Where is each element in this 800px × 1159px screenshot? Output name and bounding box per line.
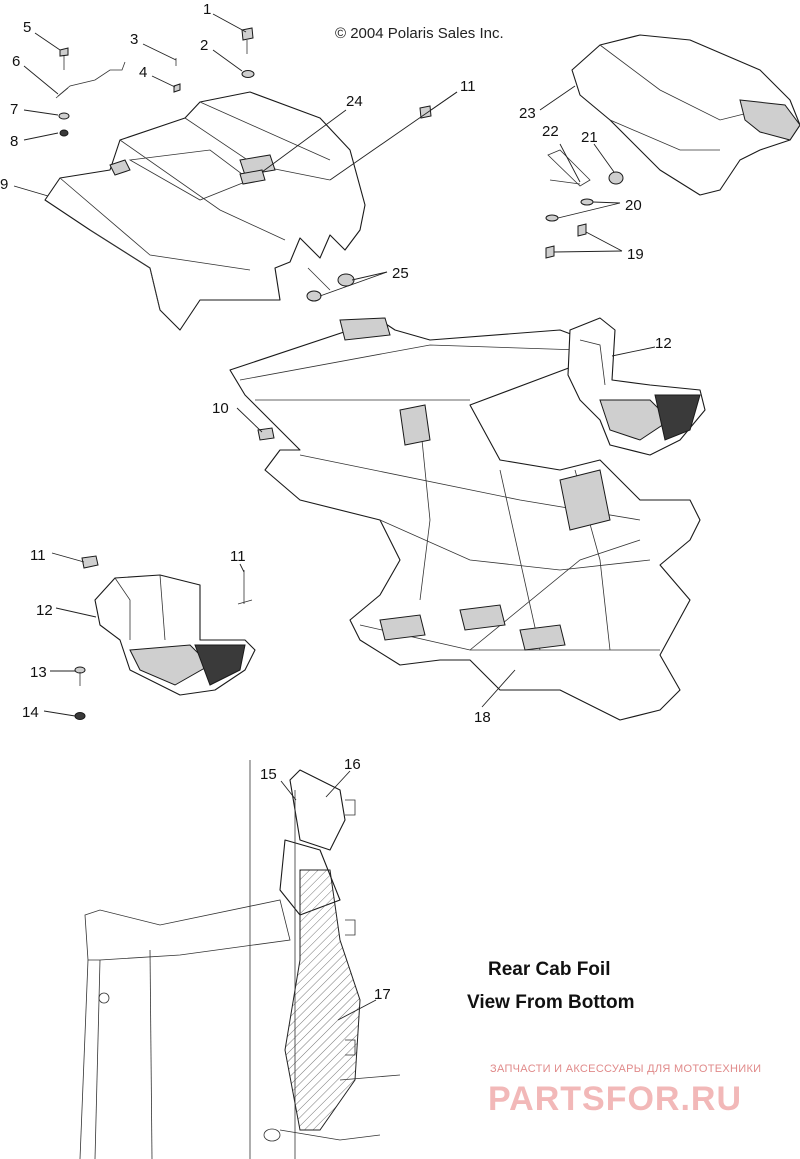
leader-lines	[13, 13, 656, 1021]
footwell-left-hardware	[74, 105, 432, 720]
callout-8: 8	[10, 133, 18, 150]
callout-numbers: 1 2 3 4 5 6 7 8 9 10 11 11 11 12 12 13 1…	[0, 1, 672, 1003]
callout-11-left: 11	[30, 547, 46, 564]
callout-11-top: 11	[460, 78, 476, 95]
callout-12-left: 12	[36, 602, 53, 619]
callout-15: 15	[260, 766, 277, 783]
callout-23: 23	[519, 105, 536, 122]
callout-1: 1	[203, 1, 211, 18]
callout-3: 3	[130, 31, 138, 48]
callout-19: 19	[627, 246, 644, 263]
callout-22: 22	[542, 123, 559, 140]
caption-line-2: View From Bottom	[467, 992, 635, 1013]
rear-cab-bottom-view	[79, 760, 401, 1159]
callout-13: 13	[30, 664, 47, 681]
callout-9: 9	[0, 176, 8, 193]
nut-parts-25	[306, 267, 355, 302]
callout-7: 7	[10, 101, 18, 118]
callout-2: 2	[200, 37, 208, 54]
callout-14: 14	[22, 704, 39, 721]
callout-20: 20	[625, 197, 642, 214]
caption-line-1: Rear Cab Foil	[488, 959, 610, 980]
frame-label-sticker	[257, 427, 275, 441]
watermark-tagline: ЗАПЧАСТИ И АКСЕССУАРЫ ДЛЯ МОТОТЕХНИКИ	[490, 1063, 761, 1075]
callout-11-center: 11	[230, 548, 246, 565]
callout-18: 18	[474, 709, 491, 726]
callout-10: 10	[212, 400, 229, 417]
seat-latch-parts	[545, 149, 624, 259]
rear-cab-part	[44, 91, 366, 331]
label-sticker	[239, 169, 266, 185]
callout-25: 25	[392, 265, 409, 282]
callout-16: 16	[344, 756, 361, 773]
callout-12-right: 12	[655, 335, 672, 352]
callout-24: 24	[346, 93, 363, 110]
copyright-text: © 2004 Polaris Sales Inc.	[335, 25, 504, 42]
callout-6: 6	[12, 53, 20, 70]
footwell-left-part	[94, 574, 256, 696]
callout-5: 5	[23, 19, 31, 36]
footwell-right-part	[567, 317, 706, 456]
frame-part	[229, 317, 701, 721]
watermark-logo: PARTSFOR.RU	[488, 1080, 742, 1118]
callout-4: 4	[139, 64, 147, 81]
callout-17: 17	[374, 986, 391, 1003]
seat-part	[571, 34, 800, 196]
callout-21: 21	[581, 129, 598, 146]
